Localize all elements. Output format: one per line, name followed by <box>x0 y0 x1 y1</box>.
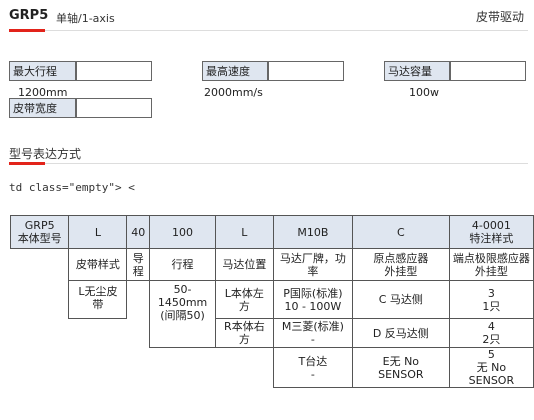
empty-cell <box>149 347 216 388</box>
table-row: 皮带样式 导 程 行程 马达位置 马达厂牌，功 率 原点感应器 外挂型 端点极限… <box>10 248 534 281</box>
belt-width-label: 皮带宽度 <box>9 98 76 118</box>
belt-width-box <box>76 98 152 118</box>
empty-cell <box>10 248 69 281</box>
empty-cell <box>68 347 127 388</box>
header-cell-stroke: 100 <box>149 215 216 249</box>
header-divider <box>9 30 528 31</box>
option-cell-stroke: 50- 1450mm (间隔50) <box>149 280 216 348</box>
section-title: 型号表达方式 <box>9 147 82 161</box>
max-speed-value: 2000mm/s <box>204 86 263 99</box>
option-cell-belt: L无尘皮 带 <box>68 280 128 319</box>
max-stroke-value: 1200mm <box>18 86 68 99</box>
empty-cell <box>126 318 150 348</box>
option-cell-limit-5: 5 无 No SENSOR <box>448 347 534 388</box>
empty-cell <box>10 318 69 348</box>
empty-cell <box>126 347 150 388</box>
empty-cell <box>126 280 150 319</box>
motor-capacity-label: 马达容量 <box>384 61 450 81</box>
empty-cell <box>10 280 69 319</box>
header-cell-lead: 40 <box>126 215 151 249</box>
option-cell-sensor-c: C 马达侧 <box>351 280 450 319</box>
table-row: R本体右 方 M三菱(标准) - D 反马达侧 4 2只 <box>10 318 534 348</box>
table-row: T台达 - E无 No SENSOR 5 无 No SENSOR <box>10 347 534 388</box>
empty-cell <box>68 318 127 348</box>
empty-cell <box>10 347 69 388</box>
option-cell-brand-m: M三菱(标准) - <box>272 318 353 348</box>
drive-type-title: 皮带驱动 <box>475 10 524 24</box>
motor-capacity-box <box>450 61 526 81</box>
empty-cell <box>215 347 274 388</box>
section-divider <box>9 163 528 164</box>
label-cell-motor-brand: 马达厂牌，功 率 <box>272 248 353 281</box>
header-cell-belt: L <box>68 215 128 249</box>
label-cell-limit-sensor: 端点极限感应器 外挂型 <box>448 248 534 281</box>
option-cell-limit-3: 3 1只 <box>448 280 534 319</box>
header-accent-bar <box>9 29 45 32</box>
max-stroke-label: 最大行程 <box>9 61 76 81</box>
model-code-table: GRP5 本体型号 L 40 100 L M10B C 4-0001 特注样式 … <box>9 215 534 388</box>
motor-capacity-value: 100w <box>409 86 439 99</box>
header-cell-limit-sensor: 4-0001 特注样式 <box>448 215 534 249</box>
header-cell-motor-brand: M10B <box>272 215 353 249</box>
option-cell-motor-left: L本体左 方 <box>214 280 274 319</box>
label-cell-motor-pos: 马达位置 <box>214 248 274 281</box>
option-cell-sensor-d: D 反马达侧 <box>351 318 450 348</box>
table-row: L无尘皮 带 50- 1450mm (间隔50) L本体左 方 P国际(标准) … <box>10 280 534 348</box>
max-speed-label: 最高速度 <box>202 61 268 81</box>
header-cell-origin-sensor: C <box>351 215 450 249</box>
max-speed-box <box>268 61 344 81</box>
header-cell-model: GRP5 本体型号 <box>9 215 70 249</box>
option-cell-sensor-e: E无 No SENSOR <box>351 347 450 388</box>
header-cell-motor-pos: L <box>214 215 274 249</box>
option-cell-brand-p: P国际(标准) 10 - 100W <box>272 280 353 319</box>
product-model: GRP5 <box>9 8 49 23</box>
option-cell-limit-4: 4 2只 <box>448 318 534 348</box>
label-cell-stroke: 行程 <box>149 248 216 281</box>
stray-code-text: td class="empty"> < <box>9 181 135 194</box>
label-cell-origin-sensor: 原点感应器 外挂型 <box>351 248 450 281</box>
product-subtitle: 单轴/1-axis <box>56 12 115 25</box>
section-accent-bar <box>9 162 45 165</box>
option-cell-motor-right: R本体右 方 <box>214 318 274 348</box>
label-cell-lead: 导 程 <box>126 248 151 281</box>
max-stroke-box <box>76 61 152 81</box>
option-cell-brand-t: T台达 - <box>272 347 353 388</box>
table-row: GRP5 本体型号 L 40 100 L M10B C 4-0001 特注样式 <box>9 215 534 249</box>
label-cell-belt: 皮带样式 <box>68 248 128 281</box>
